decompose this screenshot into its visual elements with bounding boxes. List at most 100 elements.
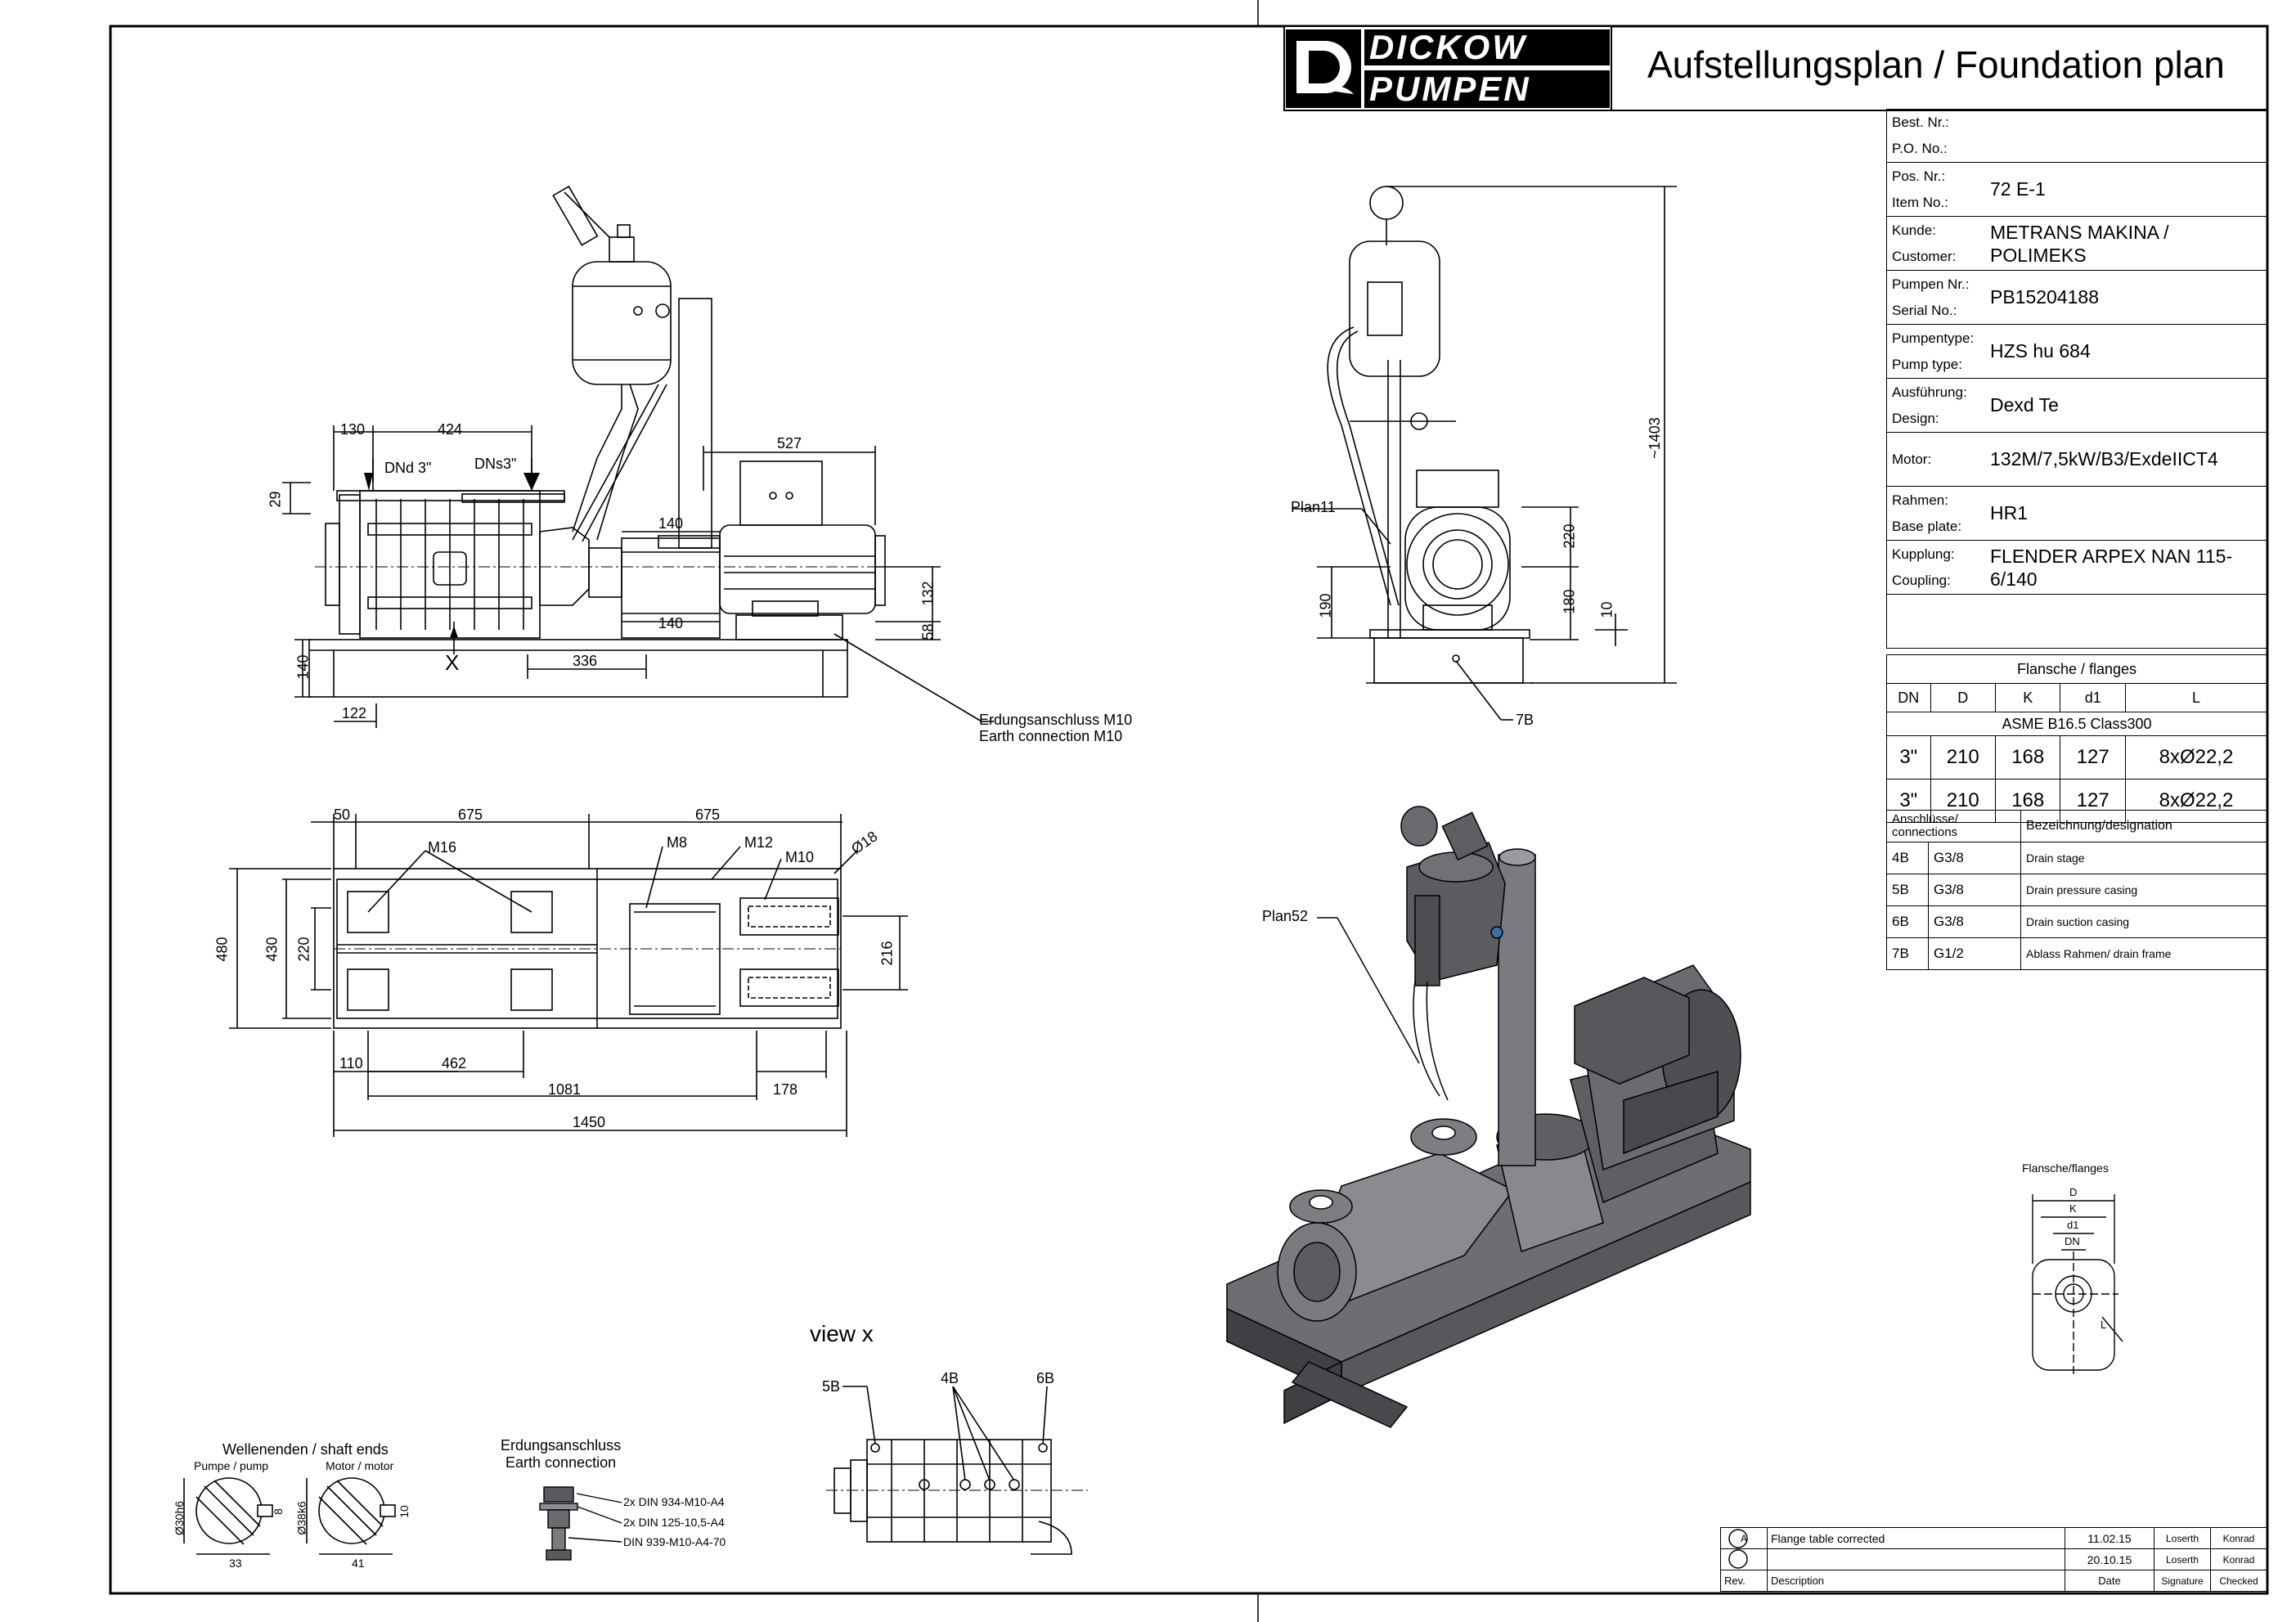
dim-label: ~1403 (1646, 417, 1663, 459)
company-logo (1283, 25, 1612, 111)
dim-label: 462 (442, 1055, 467, 1072)
flange-header-dn: DN (1886, 683, 1931, 712)
connection-id: 5B (1886, 874, 1929, 906)
rev-id: A (1720, 1527, 1768, 1549)
dim-label: 8 (271, 1508, 285, 1515)
view-x-label: 5B (822, 1378, 841, 1395)
logo-text-line2: PUMPEN (1369, 70, 1531, 108)
dim-label: Ø38k6 (294, 1501, 308, 1535)
rev-date: 20.10.15 (2065, 1548, 2154, 1570)
design-label: Ausführung:Design: (1886, 378, 1985, 433)
rev-desc: Flange table corrected (1767, 1527, 2065, 1549)
earth-connection-label: Erdungsanschluss M10 (979, 712, 1133, 728)
dim-label: 41 (352, 1557, 365, 1570)
drawing-border (109, 25, 2269, 1595)
view-x-title: view x (810, 1321, 874, 1346)
base-plan (229, 814, 908, 1137)
dim-label: 10 (397, 1505, 411, 1518)
connection-id: 7B (1886, 937, 1929, 970)
designation-header: Bezeichnung/designation (2020, 810, 2268, 842)
side-view-arrows (364, 473, 540, 638)
serial-label: Pumpen Nr.:Serial No.: (1886, 270, 1985, 325)
flange-header-l: L (2124, 683, 2268, 712)
signature-footer: Signature (2154, 1570, 2211, 1592)
title-block-info: Best. Nr.:P.O. No.: Pos. Nr.:Item No.:72… (1886, 109, 2267, 649)
motor-value: 132M/7,5kW/B3/ExdeIICT4 (1985, 432, 2267, 487)
coupling-value: FLENDER ARPEX NAN 115-6/140 (1985, 540, 2267, 595)
po-label: Best. Nr.:P.O. No.: (1886, 109, 1985, 163)
dim-label: 527 (777, 435, 802, 452)
rev-checked: Konrad (2210, 1548, 2267, 1570)
connection-size: G1/2 (1928, 937, 2021, 970)
view-x-marker: X (445, 650, 460, 675)
empty-row (1886, 594, 2267, 649)
flange-standard: ASME B16.5 Class300 (1886, 712, 2267, 736)
rev-date: 11.02.15 (2065, 1527, 2154, 1549)
view-x-label: 4B (941, 1370, 959, 1386)
base-plate-label: Rahmen:Base plate: (1886, 486, 1985, 541)
dim-label: 220 (295, 937, 312, 962)
dim-label: 190 (1317, 593, 1334, 618)
flange-sketch (2032, 1194, 2123, 1374)
rev-desc (1767, 1548, 2065, 1570)
dim-label: DNs3" (474, 456, 517, 472)
connection-size: G3/8 (1928, 874, 2021, 906)
earth-part: 2x DIN 125-10,5-A4 (623, 1516, 725, 1529)
rev-id (1720, 1548, 1768, 1570)
item-label: Pos. Nr.:Item No.: (1886, 162, 1985, 217)
bolt-label: M8 (667, 834, 688, 851)
dim-label: 424 (438, 421, 463, 438)
dim-label: 50 (334, 807, 351, 823)
dim-label: 33 (229, 1557, 242, 1570)
connection-desc: Drain pressure casing (2020, 874, 2268, 906)
flange-table: Flansche / flanges DN D K d1 L ASME B16.… (1886, 654, 2268, 823)
motor-label: Motor: (1886, 432, 1985, 487)
flange-cell: 127 (2060, 735, 2126, 780)
item-value: 72 E-1 (1985, 162, 2267, 217)
customer-label: Kunde:Customer: (1886, 216, 1985, 271)
dim-label: 132 (919, 581, 937, 606)
connection-id: 4B (1886, 842, 1929, 874)
connections-table: Anschlüsse/ connections Bezeichnung/desi… (1886, 810, 2268, 970)
flange-header-d1: d1 (2060, 683, 2126, 712)
coupling-label: Kupplung:Coupling: (1886, 540, 1985, 595)
front-view (1292, 186, 1677, 721)
dim-label: 110 (339, 1055, 363, 1072)
rev-checked: Konrad (2210, 1527, 2267, 1549)
dim-label: 140 (294, 654, 312, 680)
pump-type-label: Pumpentype:Pump type: (1886, 324, 1985, 379)
rev-signature: Loserth (2154, 1527, 2211, 1549)
earth-connection-label-en: Earth connection M10 (979, 728, 1123, 744)
connection-desc: Drain stage (2020, 842, 2268, 874)
dim-label: Ø30h6 (173, 1500, 186, 1536)
serial-value: PB15204188 (1985, 270, 2267, 325)
flange-cell: 3" (1886, 735, 1931, 780)
bolt-label: M16 (428, 839, 457, 856)
flange-sketch-label: d1 (2067, 1219, 2079, 1231)
date-footer: Date (2065, 1570, 2154, 1592)
flange-sketch-label: D (2069, 1186, 2078, 1198)
flange-sketch-label: L (2101, 1319, 2107, 1331)
view-x (826, 1386, 1088, 1555)
dim-label: 58 (919, 623, 937, 640)
logo-text-line1: DICKOW (1369, 28, 1527, 66)
plan52-label: Plan52 (1262, 908, 1309, 924)
connection-desc: Drain suction casing (2020, 905, 2268, 938)
shaft-pump-label: Pumpe / pump (194, 1459, 269, 1472)
connection-id: 6B (1886, 905, 1929, 938)
flange-sketch-title: Flansche/flanges (2022, 1161, 2109, 1175)
flange-cell: 168 (1994, 735, 2061, 780)
dim-label: 675 (695, 807, 721, 823)
dim-label: 1450 (573, 1114, 606, 1130)
earth-part: 2x DIN 934-M10-A4 (623, 1495, 725, 1508)
dim-label: 122 (342, 705, 367, 721)
shaft-motor-label: Motor / motor (326, 1459, 394, 1472)
flange-header-k: K (1994, 683, 2061, 712)
flange-sketch-label: DN (2065, 1235, 2080, 1247)
design-value: Dexd Te (1985, 378, 2267, 433)
dim-label: 130 (340, 421, 366, 438)
po-value (1985, 109, 2267, 163)
earth-connection-detail (539, 1486, 622, 1561)
rev-footer: Rev. (1720, 1570, 1768, 1592)
